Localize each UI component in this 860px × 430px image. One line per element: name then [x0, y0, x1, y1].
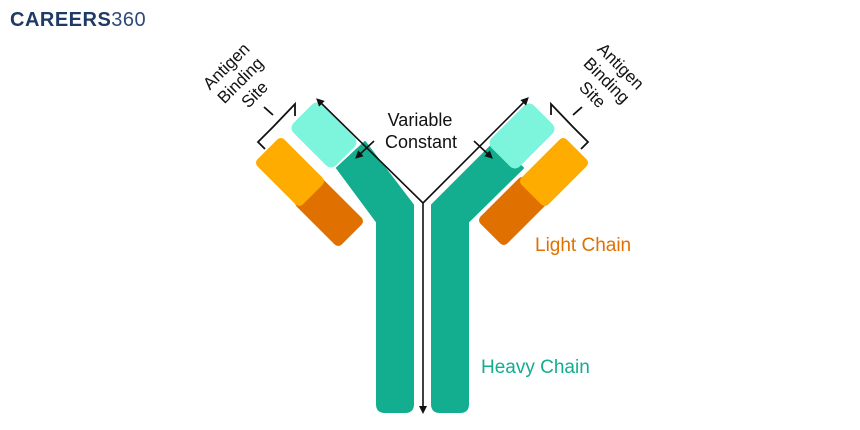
- heavy-chain-right: [431, 141, 524, 413]
- careers360-logo: CAREERS360: [10, 9, 146, 32]
- constant-label: Constant: [385, 132, 457, 152]
- center-arrow: [316, 97, 529, 414]
- variable-constant-arrow-right: [473, 140, 493, 159]
- logo-text-bold: CAREERS: [10, 9, 112, 31]
- light-variable-region-right: [520, 138, 588, 206]
- antigen-label-right: Antigen Binding Site: [575, 39, 647, 111]
- light-constant-region-right: [479, 177, 547, 245]
- logo-text-light: 360: [111, 9, 147, 31]
- variable-constant-arrow-left: [355, 140, 375, 159]
- heavy-chain-label: Heavy Chain: [481, 357, 590, 378]
- variable-label: Variable: [388, 110, 453, 130]
- antigen-bracket-left-stem: [263, 106, 274, 116]
- light-chain-label: Light Chain: [535, 235, 631, 256]
- light-variable-region-left: [256, 138, 324, 206]
- light-chain-right: [479, 138, 588, 245]
- antigen-bracket-right-stem: [572, 106, 583, 116]
- heavy-variable-region-right: [489, 103, 555, 169]
- antigen-bracket-left: [256, 101, 296, 150]
- antigen-bracket-right: [550, 101, 590, 150]
- antigen-label-left: Antigen Binding Site: [199, 39, 271, 111]
